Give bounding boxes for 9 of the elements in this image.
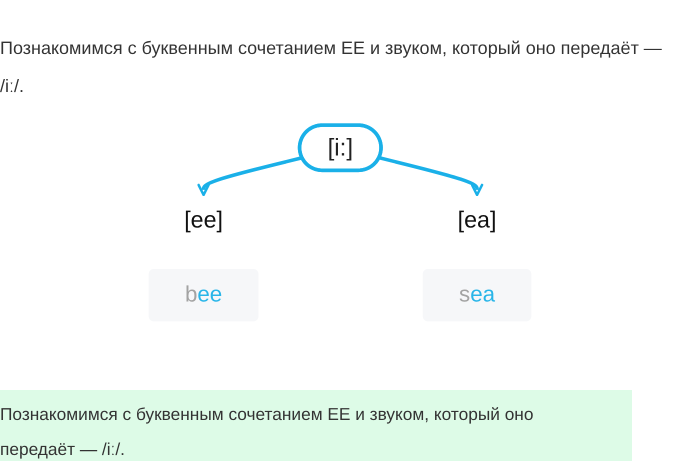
arrow: [197, 156, 303, 196]
answer-text: Познакомимся с буквенным сочетанием ЕЕ и звуком, который оно передаёт — /iː/.: [0, 403, 534, 461]
arrow: [378, 156, 484, 196]
instruction-text: Познакомимся с буквенным сочетанием ЕЕ и звуком, который оно передаёт — /iː/.: [0, 37, 663, 98]
word-card: sea: [422, 269, 532, 322]
transcription-text: [ea]: [458, 206, 496, 233]
word-card: bee: [148, 269, 258, 322]
transcription-pill: [i:]: [298, 123, 383, 172]
transcription-text: [ee]: [184, 206, 223, 233]
